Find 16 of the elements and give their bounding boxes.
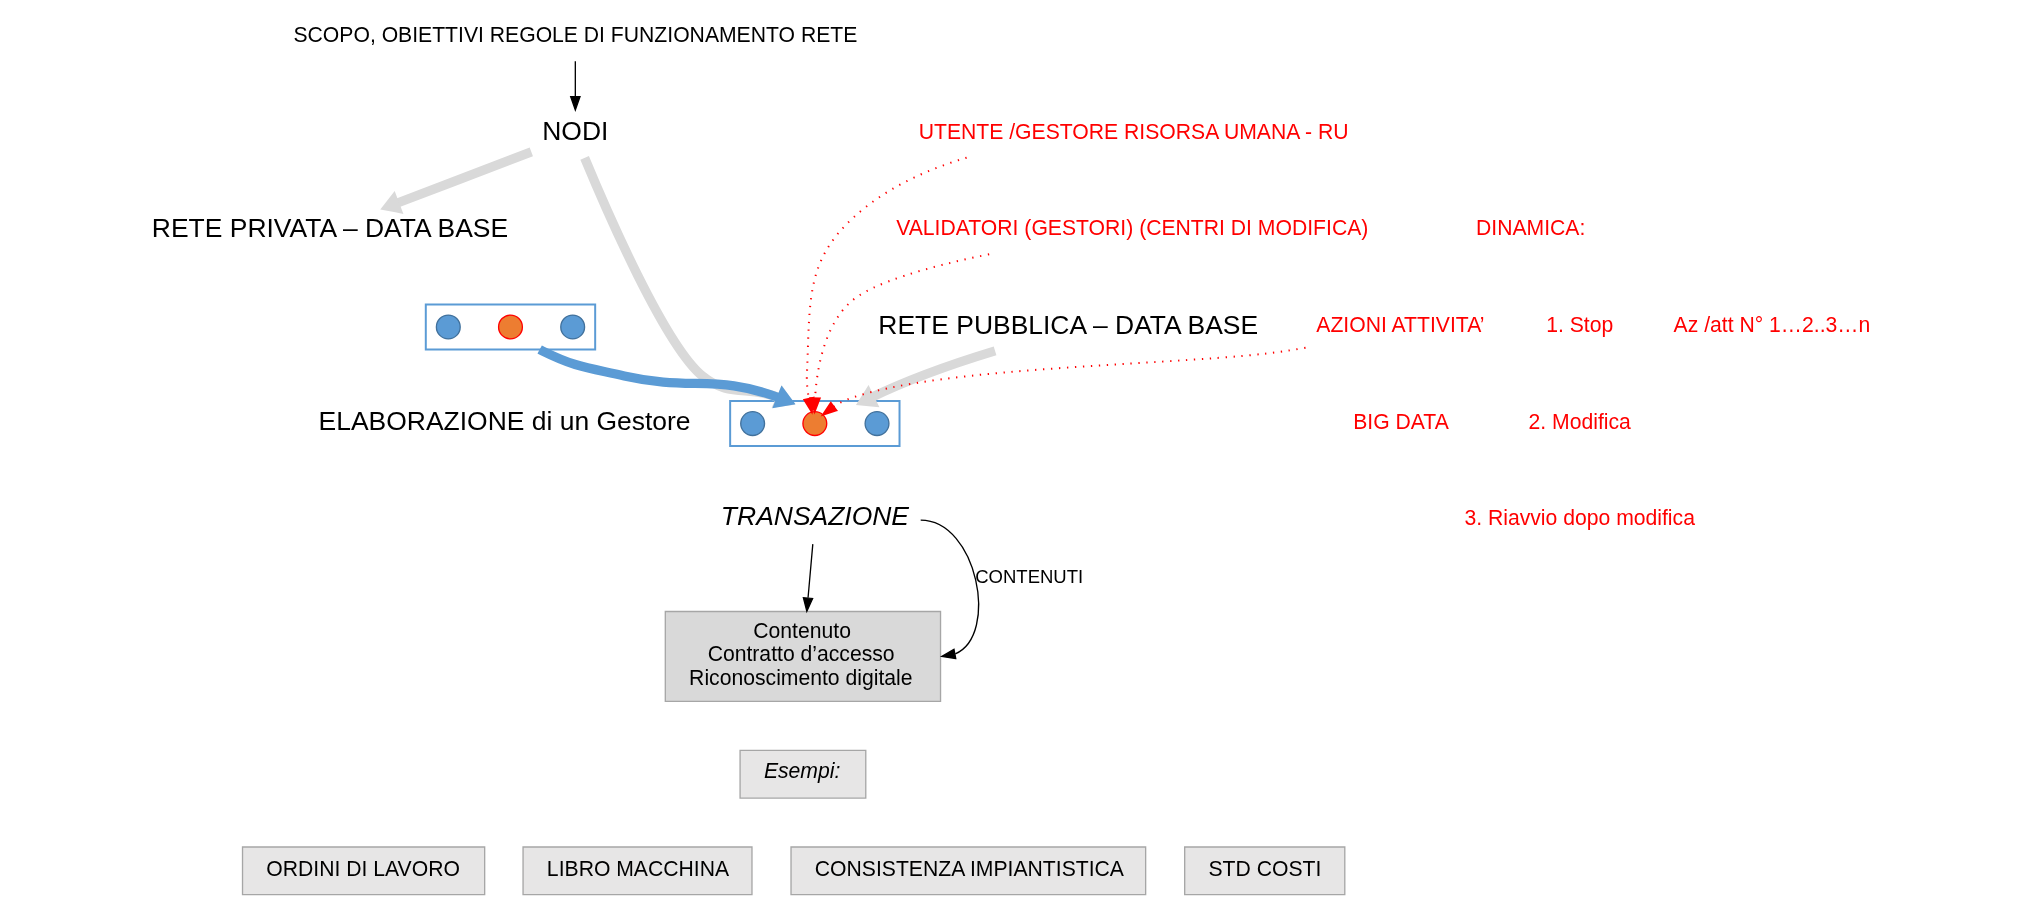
label: BIG DATA: [1353, 409, 1449, 433]
node-text: RETE PRIVATA – DATA BASE: [151, 212, 509, 243]
node-text: UTENTE /GESTORE RISORSA UMANA - RU: [918, 119, 1349, 143]
node-text: SCOPO, OBIETTIVI REGOLE DI FUNZIONAMENTO RETE: [293, 23, 858, 47]
node-text: Az /att N° 1…2..3…n: [1673, 313, 1871, 336]
node-text: VALIDATORI (GESTORI) (CENTRI DI MODIFICA): [896, 216, 1369, 240]
node-text: ELABORAZIONE di un Gestore: [318, 406, 691, 437]
node-text: AZIONI ATTIVITA’: [1316, 313, 1485, 336]
edge-label: CONTENUTI: [975, 565, 1084, 587]
label: 2. Modifica: [1528, 409, 1631, 433]
label: 1. Stop: [1546, 313, 1614, 336]
label: DINAMICA:: [1476, 216, 1586, 240]
node-text: RETE PUBBLICA – DATA BASE: [878, 309, 1259, 340]
label: 3. Riavvio dopo modifica: [1464, 506, 1695, 530]
node-text: TRANSAZIONE: [720, 501, 910, 532]
node-text: NODI: [542, 116, 609, 147]
